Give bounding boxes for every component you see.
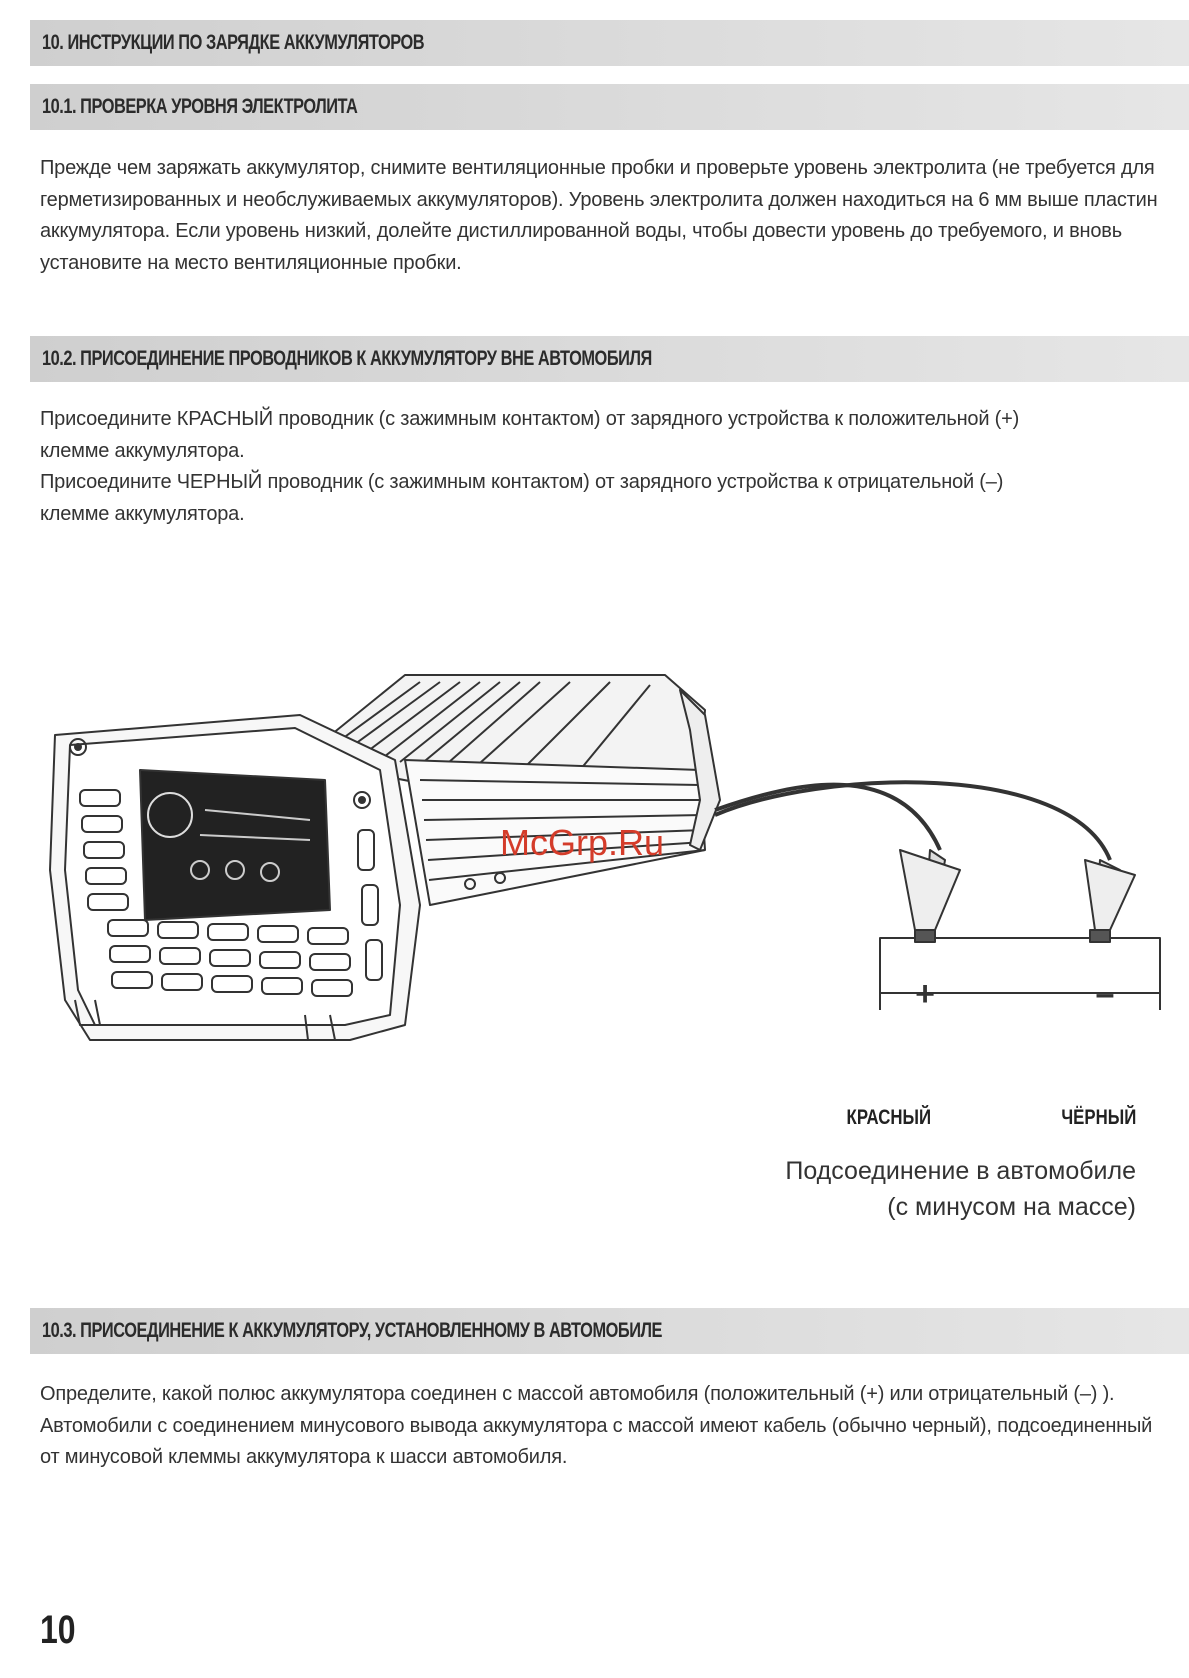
section-10-1-text-block: Прежде чем заряжать аккумулятор, снимите… bbox=[40, 153, 1160, 279]
label-black-terminal: ЧЁРНЫЙ bbox=[1061, 1106, 1137, 1129]
label-red-terminal: КРАСНЫЙ bbox=[846, 1106, 932, 1129]
section-10-1-header: 10.1. ПРОВЕРКА УРОВНЯ ЭЛЕКТРОЛИТА bbox=[30, 84, 1189, 130]
figure-caption-line-1: Подсоединение в автомобиле bbox=[785, 1157, 1136, 1185]
section-10-3-header: 10.3. ПРИСОЕДИНЕНИЕ К АККУМУЛЯТОРУ, УСТА… bbox=[30, 1308, 1189, 1354]
section-10-3-text-block: Определите, какой полюс аккумулятора сое… bbox=[40, 1379, 1160, 1474]
section-10-2-header: 10.2. ПРИСОЕДИНЕНИЕ ПРОВОДНИКОВ К АККУМУ… bbox=[30, 336, 1189, 382]
section-10-title: 10. ИНСТРУКЦИИ ПО ЗАРЯДКЕ АККУМУЛЯТОРОВ bbox=[42, 31, 425, 54]
section-10-header: 10. ИНСТРУКЦИИ ПО ЗАРЯДКЕ АККУМУЛЯТОРОВ bbox=[30, 20, 1189, 66]
section-10-2-title: 10.2. ПРИСОЕДИНЕНИЕ ПРОВОДНИКОВ К АККУМУ… bbox=[42, 347, 652, 370]
section-10-3-paragraph: Определите, какой полюс аккумулятора сое… bbox=[40, 1383, 1153, 1468]
figure-caption: Подсоединение в автомобиле (с минусом на… bbox=[785, 1153, 1136, 1225]
section-10-1-paragraph: Прежде чем заряжать аккумулятор, снимите… bbox=[40, 157, 1158, 274]
figure-caption-line-2: (с минусом на массе) bbox=[887, 1193, 1136, 1221]
section-10-1-title: 10.1. ПРОВЕРКА УРОВНЯ ЭЛЕКТРОЛИТА bbox=[42, 95, 358, 118]
charger-battery-illustration: + – bbox=[49, 674, 1161, 1041]
section-10-2-text-block: Присоедините КРАСНЫЙ проводник (с зажимн… bbox=[40, 404, 1020, 530]
battery-plus-sign: + bbox=[915, 975, 935, 1013]
section-10-2-line-black: Присоедините ЧЕРНЫЙ проводник (с зажимны… bbox=[40, 471, 1004, 525]
watermark-logo: McGrp.Ru bbox=[500, 822, 665, 863]
section-10-2-line-red: Присоедините КРАСНЫЙ проводник (с зажимн… bbox=[40, 408, 1020, 462]
page-number: 10 bbox=[40, 1608, 76, 1652]
battery-minus-sign: – bbox=[1096, 975, 1115, 1013]
section-10-3-title: 10.3. ПРИСОЕДИНЕНИЕ К АККУМУЛЯТОРУ, УСТА… bbox=[42, 1319, 662, 1342]
